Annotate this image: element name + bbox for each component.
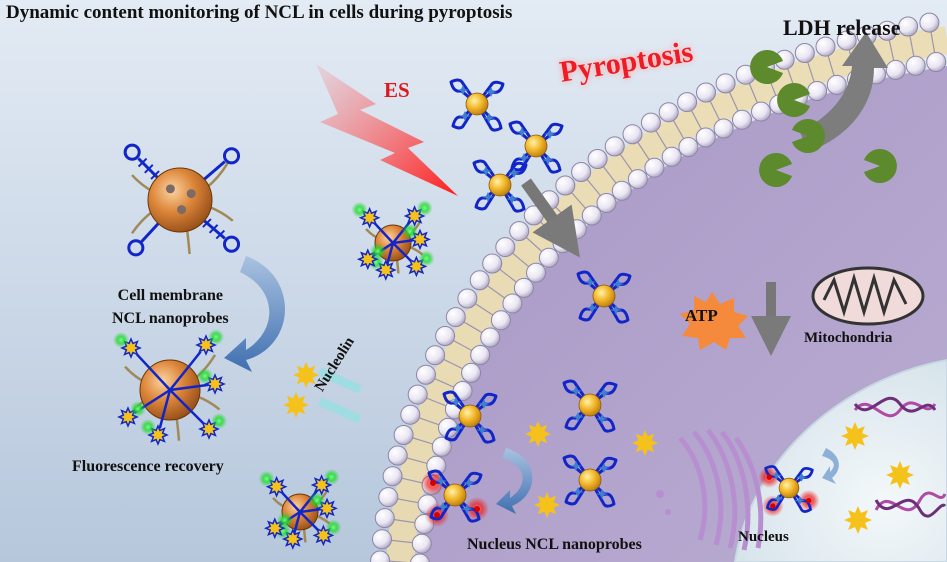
nanoprobe-icon bbox=[449, 78, 505, 132]
fluorophore-star-icon bbox=[534, 492, 560, 518]
ldh-pacman-icon bbox=[792, 119, 825, 153]
dna-helix-icon bbox=[853, 396, 937, 418]
atp-burst-icon bbox=[680, 292, 748, 350]
nanoprobe-icon bbox=[562, 379, 618, 433]
nanoprobe-icon bbox=[421, 469, 489, 527]
nanoprobe-icon bbox=[351, 200, 435, 281]
cell-membrane-label-line2: NCL nanoprobes bbox=[112, 310, 229, 327]
cell-membrane-label-line1: Cell membrane bbox=[117, 287, 223, 304]
es-lightning-icon bbox=[316, 64, 458, 196]
curved-arrow-nucleus bbox=[822, 448, 839, 484]
ldh-pacman-icon bbox=[777, 82, 810, 118]
cell-membrane-label: Cell membrane NCL nanoprobes bbox=[112, 284, 229, 330]
nanoprobe-icon bbox=[576, 270, 632, 324]
nanoprobe-icon bbox=[758, 465, 820, 517]
golgi-icon bbox=[656, 428, 764, 551]
nucleus-label: Nucleus bbox=[738, 529, 789, 545]
entry-arrow bbox=[521, 178, 580, 258]
curved-arrow-nucleus-probes bbox=[496, 448, 533, 514]
ldh-pacman-icon bbox=[864, 149, 897, 183]
nucleolin-receptors bbox=[317, 367, 362, 424]
fluorophore-star-icon bbox=[844, 506, 872, 534]
nanoprobe-icon bbox=[508, 120, 564, 174]
dna-helix-icon bbox=[874, 491, 947, 518]
nanoprobe-icon bbox=[562, 454, 618, 508]
figure-title: Dynamic content monitoring of NCL in cel… bbox=[6, 2, 513, 23]
nanoprobe-icon bbox=[472, 159, 528, 213]
es-label: ES bbox=[384, 78, 410, 102]
nanoprobe-icon bbox=[123, 143, 241, 257]
ldh-group bbox=[750, 49, 897, 187]
nanoprobe-icon bbox=[258, 469, 342, 550]
nanoprobe-icon bbox=[442, 390, 498, 444]
ldh-release-label: LDH release bbox=[783, 15, 901, 40]
ldh-pacman-icon bbox=[750, 49, 783, 84]
curved-arrow-membrane bbox=[224, 256, 286, 372]
atp-label: ATP bbox=[685, 306, 718, 325]
fluorescence-recovery-label: Fluorescence recovery bbox=[72, 458, 224, 475]
mitochondria-label: Mitochondria bbox=[804, 330, 893, 346]
nucleus-ncl-nanoprobes-label: Nucleus NCL nanoprobes bbox=[467, 536, 642, 553]
fluorophore-star-icon bbox=[525, 421, 551, 447]
nanoprobe-icon bbox=[113, 329, 227, 446]
ldh-pacman-icon bbox=[759, 153, 792, 187]
fluorophore-star-icon bbox=[841, 422, 869, 450]
fluorophore-star-icon bbox=[886, 461, 914, 489]
mitochondria-icon bbox=[811, 266, 925, 326]
fluorophore-star-icon bbox=[632, 430, 658, 456]
fluorophore-star-icon bbox=[293, 362, 319, 388]
fluorophore-star-icon bbox=[283, 392, 309, 418]
ldh-release-arrow-icon bbox=[800, 32, 888, 152]
